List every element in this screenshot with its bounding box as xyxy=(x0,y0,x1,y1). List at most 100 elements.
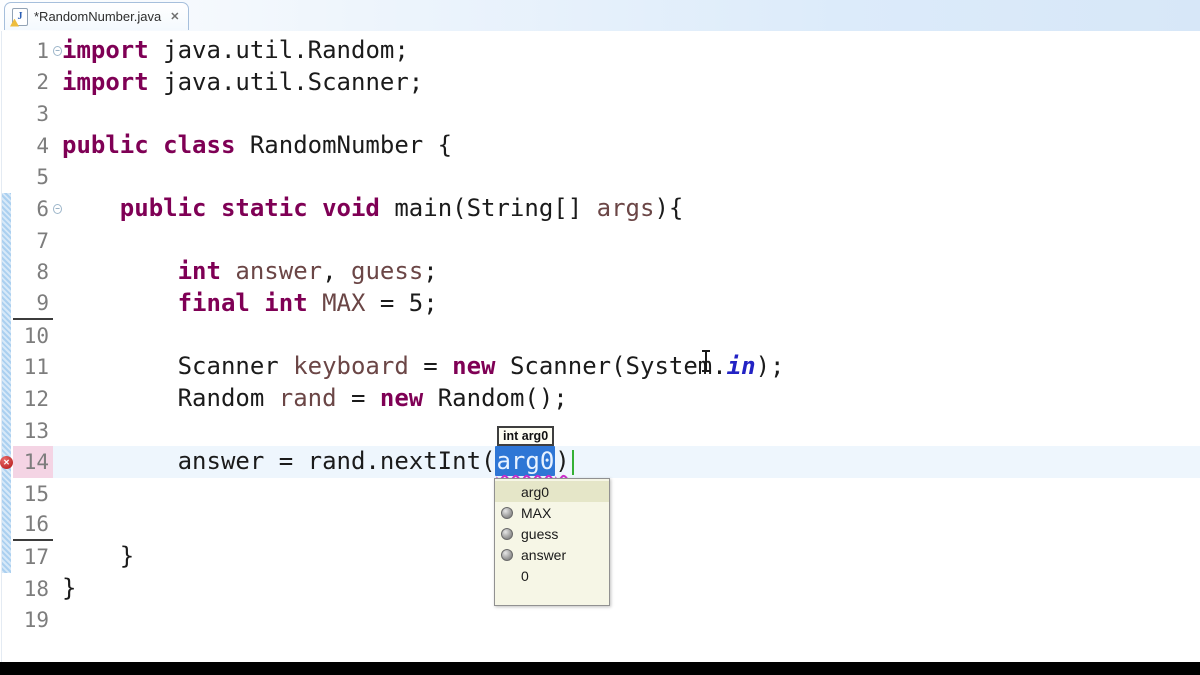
code-text[interactable] xyxy=(62,162,1200,194)
annotation-ruler-cell xyxy=(0,288,13,320)
code-token: final int xyxy=(177,289,308,318)
code-line[interactable]: 3 xyxy=(0,98,1200,130)
annotation-ruler-cell: ✕ xyxy=(0,446,13,478)
completion-item[interactable]: 0 xyxy=(495,565,609,586)
line-number[interactable]: 9 xyxy=(13,288,53,320)
code-text[interactable]: import java.util.Random; xyxy=(62,35,1200,67)
code-line[interactable]: 13 xyxy=(0,415,1200,447)
line-number[interactable]: 1 xyxy=(36,38,49,63)
line-number[interactable]: 18 xyxy=(23,576,49,601)
code-line[interactable]: 1−import java.util.Random; xyxy=(0,35,1200,67)
fold-ruler-cell xyxy=(53,320,62,352)
code-line[interactable]: ✕14 answer = rand.nextInt(arg0) xyxy=(0,446,1200,478)
fold-ruler-cell xyxy=(53,225,62,257)
annotation-ruler-cell xyxy=(0,415,13,447)
code-line[interactable]: 4 public class RandomNumber { xyxy=(0,130,1200,162)
code-line[interactable]: 17 } xyxy=(0,541,1200,573)
code-text[interactable] xyxy=(62,415,1200,447)
code-text[interactable] xyxy=(62,478,1200,510)
error-marker-icon[interactable]: ✕ xyxy=(0,455,13,469)
code-text[interactable]: final int MAX = 5; xyxy=(62,288,1200,320)
annotation-ruler-cell xyxy=(0,130,13,162)
code-text[interactable] xyxy=(62,225,1200,257)
fold-collapse-icon[interactable]: − xyxy=(53,45,62,56)
code-text[interactable] xyxy=(62,98,1200,130)
code-line[interactable]: 9 final int MAX = 5; xyxy=(0,288,1200,320)
annotation-ruler-cell xyxy=(0,67,13,99)
code-line[interactable]: 10 xyxy=(0,320,1200,352)
fold-ruler-cell xyxy=(53,256,62,288)
code-line[interactable]: 5 xyxy=(0,162,1200,194)
code-text[interactable]: Random rand = new Random(); xyxy=(62,383,1200,415)
code-token: int xyxy=(177,257,221,286)
method-range-indicator xyxy=(2,193,11,573)
line-number[interactable]: 15 xyxy=(23,481,49,506)
tab-close-icon[interactable]: ✕ xyxy=(170,11,180,23)
code-line[interactable]: 8 int answer, guess; xyxy=(0,256,1200,288)
line-number[interactable]: 6 xyxy=(36,197,49,222)
code-text[interactable]: Scanner keyboard = new Scanner(System.in… xyxy=(62,351,1200,383)
code-text[interactable] xyxy=(62,510,1200,542)
completion-item[interactable]: guess xyxy=(495,523,609,544)
java-file-icon-letter: J xyxy=(17,10,23,22)
local-variable-icon xyxy=(501,548,513,561)
completion-item[interactable]: answer xyxy=(495,544,609,565)
fold-ruler-cell xyxy=(53,573,62,605)
line-number[interactable]: 17 xyxy=(23,545,49,570)
line-number[interactable]: 12 xyxy=(23,386,49,411)
line-number[interactable]: 16 xyxy=(13,510,53,542)
code-line[interactable]: 11 Scanner keyboard = new Scanner(System… xyxy=(0,351,1200,383)
linked-edit-selection[interactable]: arg0 xyxy=(495,446,556,477)
code-line[interactable]: 12 Random rand = new Random(); xyxy=(0,383,1200,415)
parameter-hint-text: int arg0 xyxy=(503,429,549,443)
code-line[interactable]: 19 xyxy=(0,605,1200,637)
code-text[interactable]: public static void main(String[] args){ xyxy=(62,193,1200,225)
code-line[interactable]: 16 xyxy=(0,510,1200,542)
code-token: import xyxy=(62,36,149,64)
completion-item[interactable]: arg0 xyxy=(495,481,609,502)
code-text[interactable]: } xyxy=(62,573,1200,605)
line-number[interactable]: 3 xyxy=(36,102,49,127)
code-text[interactable]: import java.util.Scanner; xyxy=(62,67,1200,99)
code-token: MAX xyxy=(322,289,366,318)
line-number[interactable]: 10 xyxy=(23,323,49,348)
code-text[interactable] xyxy=(62,605,1200,637)
code-text[interactable] xyxy=(62,320,1200,352)
local-variable-icon xyxy=(501,527,513,540)
tab-title: *RandomNumber.java xyxy=(34,9,162,24)
code-token: public static void xyxy=(119,194,380,223)
line-number[interactable]: 8 xyxy=(36,260,49,285)
annotation-ruler-cell xyxy=(0,256,13,288)
code-text[interactable]: int answer, guess; xyxy=(62,256,1200,288)
tab-randomnumber-java[interactable]: J *RandomNumber.java ✕ xyxy=(4,2,190,30)
code-token: new xyxy=(379,384,424,413)
line-number[interactable]: 11 xyxy=(23,355,49,380)
code-text[interactable]: answer = rand.nextInt(arg0) xyxy=(62,446,1200,478)
code-line[interactable]: 15 xyxy=(0,478,1200,510)
line-number[interactable]: 4 xyxy=(36,133,49,158)
annotation-ruler-cell xyxy=(0,478,13,510)
line-number[interactable]: 13 xyxy=(23,418,49,443)
fold-collapse-icon[interactable]: − xyxy=(53,204,62,215)
line-number[interactable]: 7 xyxy=(36,228,49,253)
code-token: = xyxy=(408,352,453,381)
local-variable-icon xyxy=(501,506,513,519)
letterbox-bar xyxy=(0,662,1200,675)
code-line[interactable]: 6− public static void main(String[] args… xyxy=(0,193,1200,225)
code-token: rand xyxy=(278,384,337,413)
code-line[interactable]: 7 xyxy=(0,225,1200,257)
code-text[interactable]: public class RandomNumber { xyxy=(62,130,1200,162)
line-number[interactable]: 5 xyxy=(36,165,49,190)
line-number[interactable]: 19 xyxy=(23,608,49,633)
completion-item[interactable]: MAX xyxy=(495,502,609,523)
code-line[interactable]: 2 import java.util.Scanner; xyxy=(0,67,1200,99)
code-text[interactable]: } xyxy=(62,541,1200,573)
code-token: keyboard xyxy=(293,352,409,381)
line-number[interactable]: 14 xyxy=(13,446,53,478)
code-line[interactable]: 18} xyxy=(0,573,1200,605)
line-number[interactable]: 2 xyxy=(36,70,49,95)
linked-mode-exit-caret xyxy=(571,449,574,475)
